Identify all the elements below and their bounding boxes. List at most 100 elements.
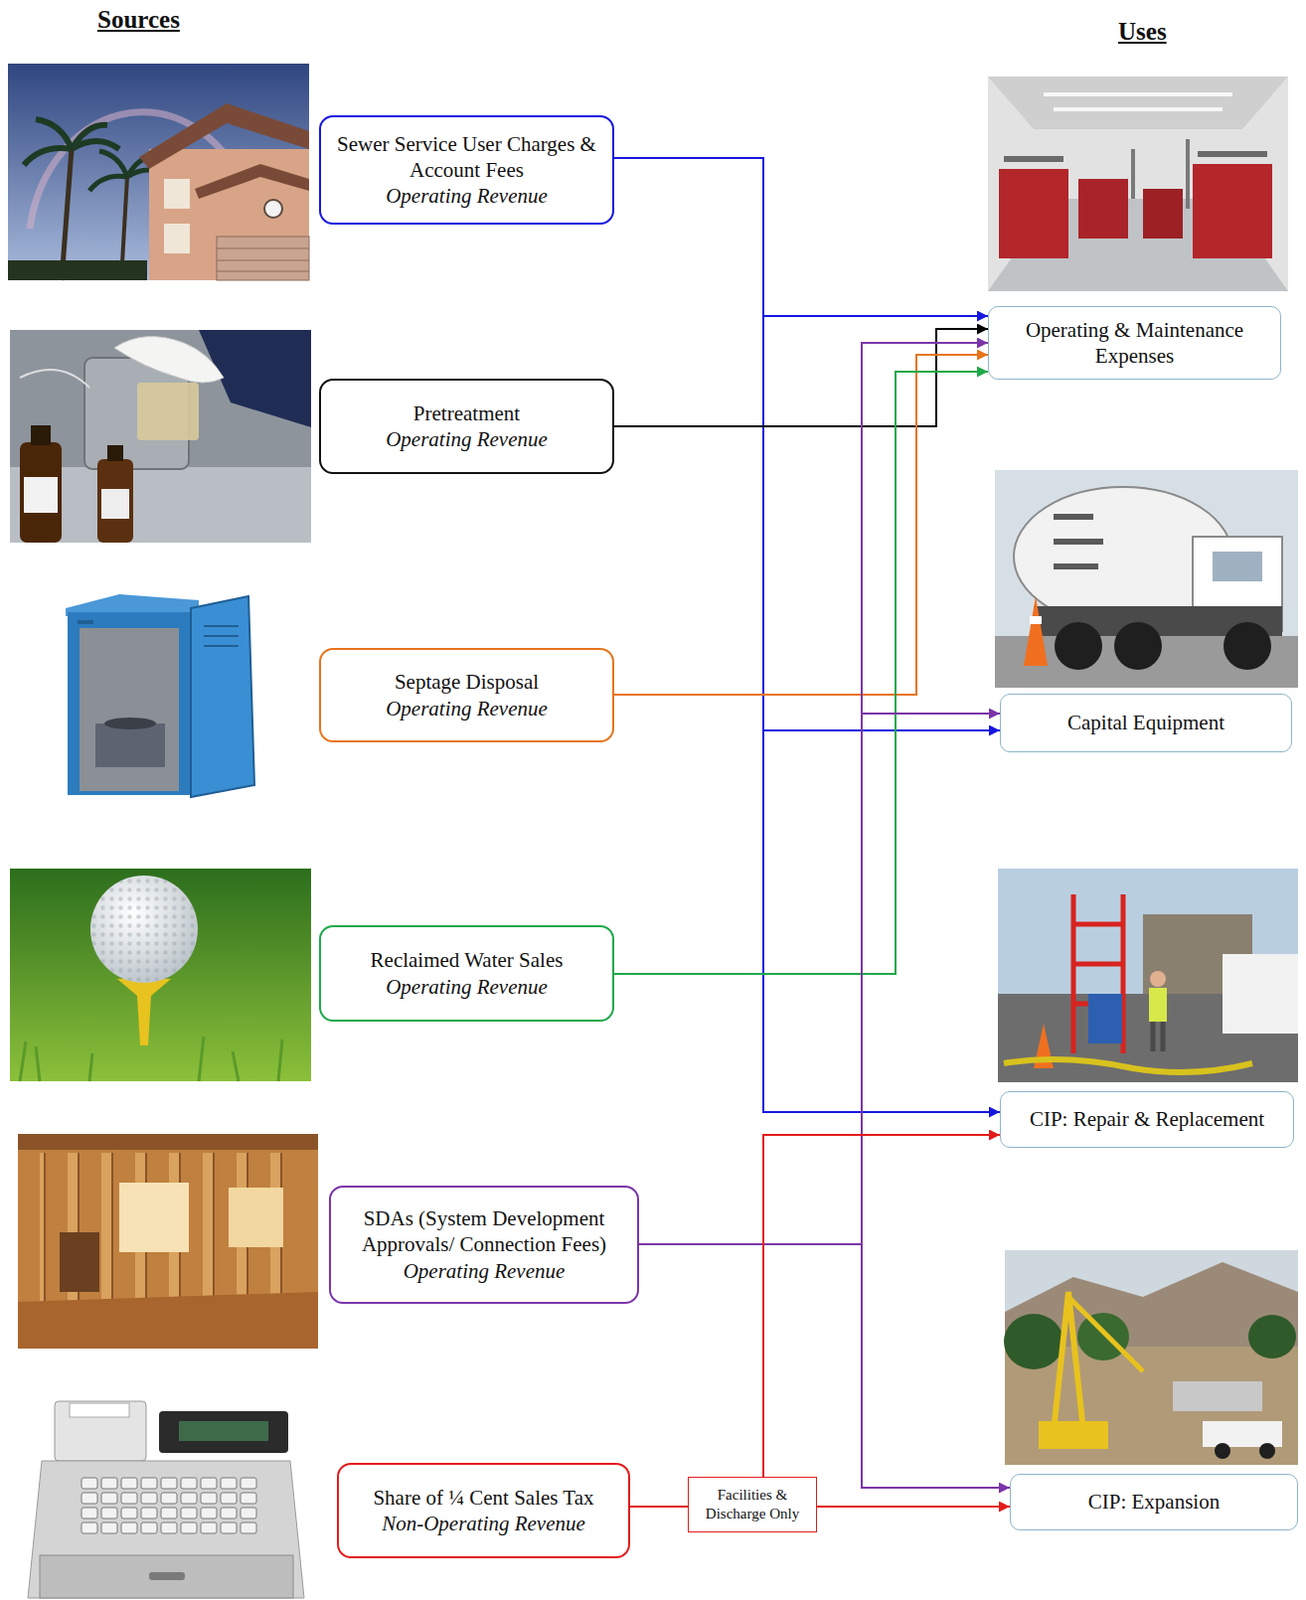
house-framing-photo-part xyxy=(17,1134,319,1349)
construction-photo-part xyxy=(1004,1250,1299,1466)
sewer-repair-photo-part xyxy=(1003,1059,1253,1073)
source-box: Septage DisposalOperating Revenue xyxy=(319,648,615,743)
treatment-plant-photo-part xyxy=(1133,139,1188,209)
treatment-plant-photo-part xyxy=(1043,94,1233,110)
construction-photo-part xyxy=(1053,1292,1084,1432)
sewer-repair-photo-part xyxy=(1148,987,1167,1022)
node-text: Sewer Service User Charges & Account Fee… xyxy=(330,131,603,184)
cash-register-photo-part xyxy=(39,1555,294,1599)
flow-arrow xyxy=(614,158,1000,731)
revenue-type: Operating Revenue xyxy=(385,974,548,1000)
source-box: Sewer Service User Charges & Account Fee… xyxy=(319,115,615,225)
vacuum-truck-photo-part xyxy=(1054,622,1103,670)
house-framing-photo-part xyxy=(17,1292,319,1349)
node-text: Pretreatment xyxy=(413,400,520,427)
node-text: SDAs (System Development Approvals/ Conn… xyxy=(340,1205,628,1259)
column-heading: Sources xyxy=(97,5,180,34)
golf-photo-part xyxy=(117,979,171,1046)
house-framing-photo-part xyxy=(59,1232,100,1293)
vacuum-truck-photo-part xyxy=(1212,551,1263,582)
golf-photo-part xyxy=(19,1036,283,1082)
lab-photo-part xyxy=(9,329,312,543)
house-framing-photo xyxy=(17,1134,319,1349)
revenue-type: Operating Revenue xyxy=(385,182,548,209)
vacuum-truck-photo-part xyxy=(1023,596,1048,666)
golf-photo xyxy=(9,868,312,1082)
node-text: Facilities & Discharge Only xyxy=(698,1485,807,1524)
sewer-repair-photo-part xyxy=(1088,993,1123,1044)
flow-arrow xyxy=(630,1505,688,1508)
construction-photo-part xyxy=(1172,1381,1263,1412)
vacuum-truck-photo-part xyxy=(1114,622,1162,670)
node-text: Reclaimed Water Sales xyxy=(370,947,564,974)
use-box: Operating & Maintenance Expenses xyxy=(987,306,1282,380)
house-photo-part xyxy=(163,223,190,254)
house-framing-photo-part xyxy=(119,1182,189,1253)
house-photo-part xyxy=(149,149,310,281)
lab-photo-part xyxy=(19,369,90,388)
revenue-type: Operating Revenue xyxy=(385,426,548,453)
house-framing-photo-part xyxy=(228,1187,284,1248)
lab-photo-part xyxy=(114,336,224,383)
vacuum-truck-photo-part xyxy=(994,470,1299,688)
house-photo-part xyxy=(139,103,310,169)
flow-arrow xyxy=(614,354,988,695)
flow-arrow xyxy=(639,1244,1010,1488)
portable-toilet-photo xyxy=(65,594,255,798)
golf-photo-part xyxy=(9,868,312,1082)
portable-toilet-photo-part xyxy=(190,596,255,798)
golf-photo-part xyxy=(90,875,198,983)
house-photo-part xyxy=(216,248,310,272)
lab-photo-part xyxy=(107,445,124,462)
source-box: Share of ¼ Cent Sales TaxNon-Operating R… xyxy=(336,1463,631,1559)
treatment-plant-photo-part xyxy=(987,76,1289,292)
cash-register-photo-part xyxy=(69,1403,130,1418)
vacuum-truck-photo xyxy=(994,470,1299,688)
portable-toilet-photo-part xyxy=(104,717,157,730)
revenue-type: Operating Revenue xyxy=(403,1258,566,1285)
flow-arrow xyxy=(763,1135,1000,1477)
house-photo-part xyxy=(194,163,310,199)
house-framing-photo-part xyxy=(39,1152,299,1303)
treatment-plant-photo-part xyxy=(1192,163,1273,259)
restriction-box: Facilities & Discharge Only xyxy=(687,1476,817,1533)
portable-toilet-photo-part xyxy=(95,723,165,768)
lab-photo-part xyxy=(23,477,58,513)
vacuum-truck-photo-part xyxy=(1053,516,1104,567)
flow-arrow xyxy=(614,158,1000,1113)
node-text: CIP: Expansion xyxy=(1088,1488,1220,1515)
sewer-repair-photo-part xyxy=(1073,894,1124,1054)
house-photo xyxy=(7,63,310,281)
portable-toilet-photo-part xyxy=(77,620,94,625)
cash-register-photo-part xyxy=(79,1476,259,1537)
revenue-type: Operating Revenue xyxy=(385,695,548,722)
node-text: Share of ¼ Cent Sales Tax xyxy=(372,1484,594,1511)
sewer-repair-photo-part xyxy=(1152,1021,1163,1052)
sewer-repair-photo-part xyxy=(997,868,1299,1083)
construction-photo-part xyxy=(1068,1297,1143,1372)
lab-photo xyxy=(9,329,312,543)
treatment-plant-photo-part xyxy=(1003,154,1268,160)
sewer-repair-photo-part xyxy=(1222,954,1299,1034)
construction-photo-part xyxy=(1259,1443,1276,1460)
house-photo-part xyxy=(23,119,120,165)
treatment-plant-photo xyxy=(987,76,1289,292)
construction-photo-part xyxy=(1038,1421,1109,1450)
use-box: Capital Equipment xyxy=(999,693,1293,753)
vacuum-truck-photo-part xyxy=(1223,622,1272,670)
cash-register-photo-part xyxy=(54,1401,147,1462)
revenue-type: Non-Operating Revenue xyxy=(381,1510,586,1537)
treatment-plant-photo-part xyxy=(1142,188,1183,239)
lab-photo-part xyxy=(19,442,62,543)
portable-toilet-photo-part xyxy=(203,626,239,647)
source-box: SDAs (System Development Approvals/ Conn… xyxy=(328,1185,640,1305)
use-box: CIP: Repair & Replacement xyxy=(999,1091,1295,1148)
use-box: CIP: Expansion xyxy=(1009,1473,1299,1531)
cash-register-photo-part xyxy=(178,1421,269,1442)
vacuum-truck-photo-part xyxy=(1029,616,1042,625)
